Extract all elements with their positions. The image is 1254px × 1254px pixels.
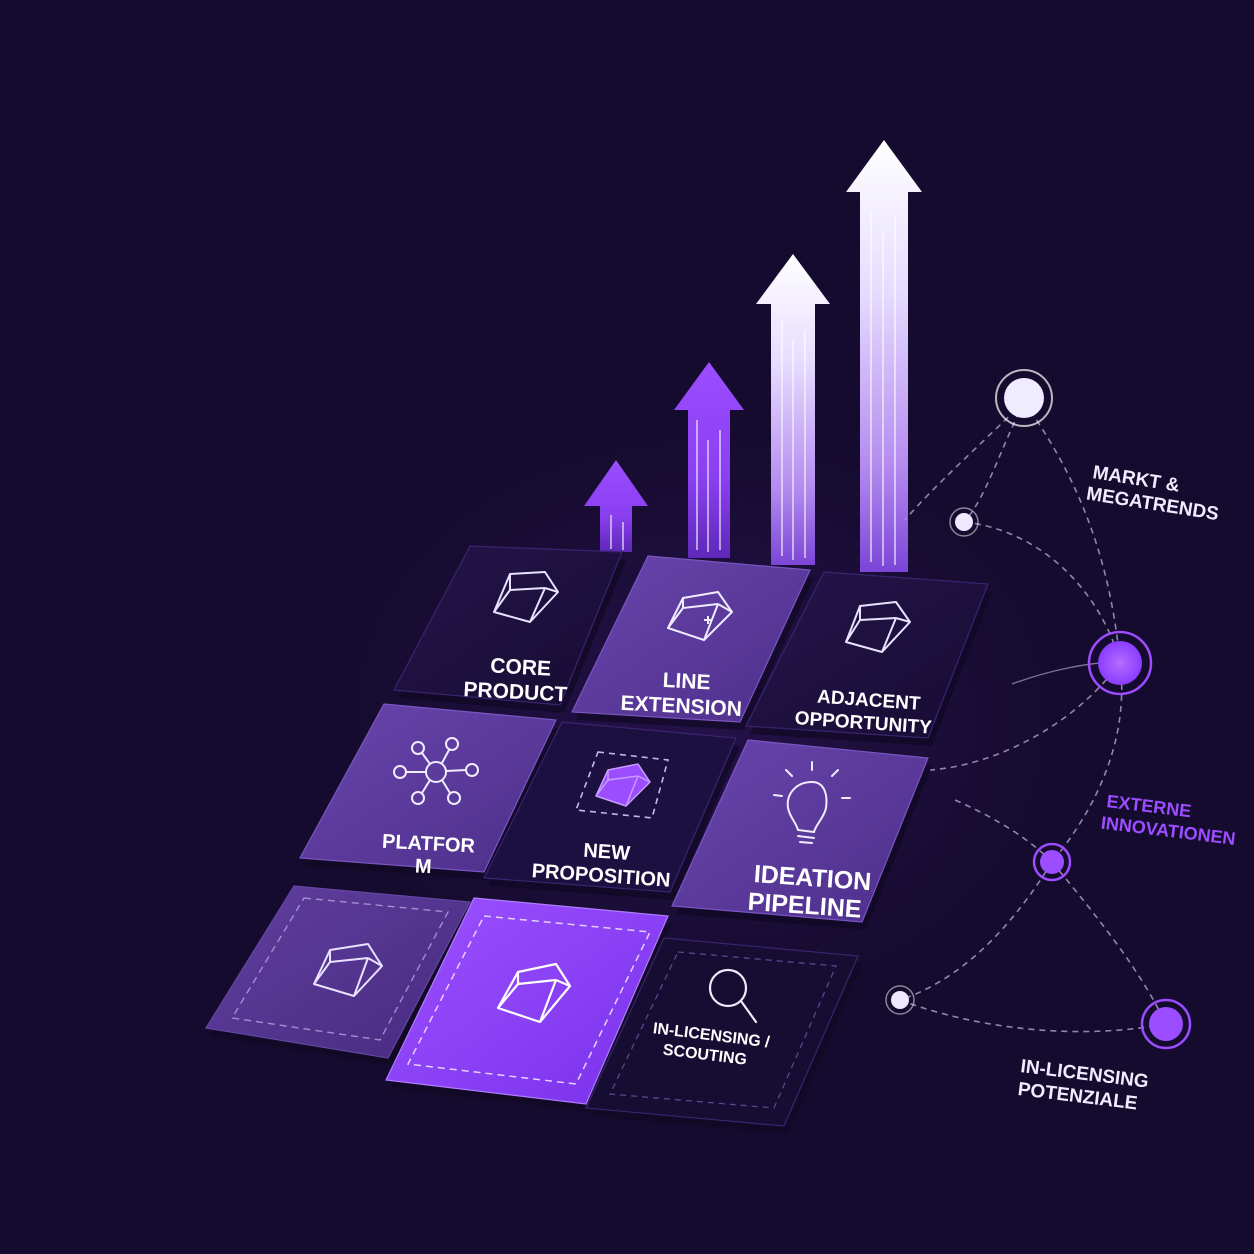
node-markt-megatrends [995,369,1053,427]
tile-label-line1: PLATFOR [382,831,477,858]
tile-label-line1: NEW [583,840,631,865]
cube-filled-icon [595,763,651,807]
cube-icon [845,601,911,653]
growth-arrow-1 [584,460,648,552]
node-externe-hub [1087,630,1153,696]
tile-label-line2: M [414,855,432,878]
tile-blank-center[interactable] [385,897,672,1112]
cube-icon [496,962,572,1024]
cube-icon [313,943,383,997]
tile-adjacent-opportunity[interactable]: ADJACENT OPPORTUNITY [745,571,992,746]
innovation-tile-grid: CORE PRODUCT LINE EXTENSION [205,545,992,1134]
node-in-licensing-potenziale [1140,998,1192,1050]
cube-icon [493,571,559,623]
network-hub-icon [393,737,479,805]
tile-ideation-pipeline[interactable]: IDEATION PIPELINE [671,739,932,930]
tile-label-line1: LINE [662,669,711,694]
tile-in-licensing-scouting[interactable]: IN-LICENSING / SCOUTING [585,937,862,1134]
node-small-1 [949,507,979,537]
tile-label-line2: PRODUCT [463,678,568,706]
lightbulb-icon [773,761,851,844]
network-graph [899,401,1167,1033]
tile-platform[interactable]: PLATFOR M [299,703,560,881]
tile-core-product[interactable]: CORE PRODUCT [393,545,626,713]
tile-label-line1: CORE [490,654,552,680]
tile-new-proposition[interactable]: NEW PROPOSITION [483,721,740,900]
cube-plus-icon [667,591,733,641]
node-small-2 [885,985,915,1015]
network-nodes [885,369,1192,1050]
tile-blank-left[interactable] [205,885,474,1066]
growth-arrows [584,140,922,572]
binary-streaks [610,210,896,566]
node-externe-innovationen [1032,842,1072,882]
network-labels: MARKT & MEGATRENDS EXTERNE INNOVATIONEN … [1017,462,1237,1114]
magnifier-icon [708,968,758,1024]
tile-line-extension[interactable]: LINE EXTENSION [571,555,814,730]
